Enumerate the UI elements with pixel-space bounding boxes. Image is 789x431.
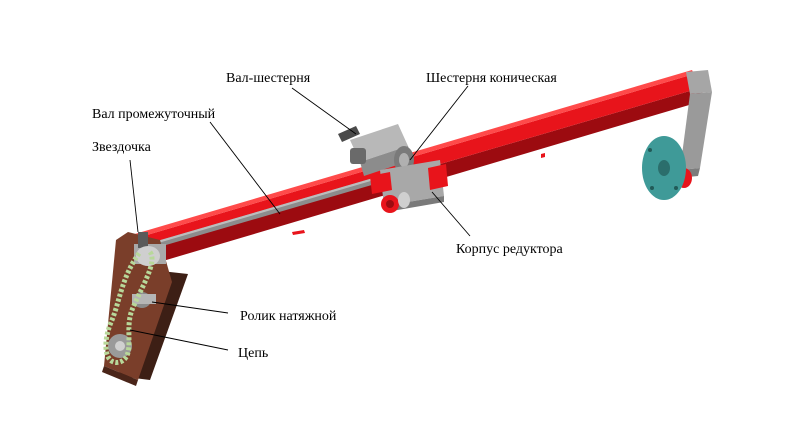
chain-loop xyxy=(103,250,155,365)
leader-val-promezhutochny xyxy=(209,121,281,215)
frame-fragment xyxy=(541,153,545,158)
gearbox xyxy=(338,124,448,213)
label-tsep: Цепь xyxy=(238,346,268,361)
right-support xyxy=(642,70,712,200)
label-zvezdochka: Звездочка xyxy=(92,140,152,155)
leader-tsep xyxy=(129,329,229,351)
label-val-promezhutochny: Вал промежуточный xyxy=(92,107,216,122)
label-rolik-natyazhnoy: Ролик натяжной xyxy=(240,309,337,324)
leader-shesternya-konicheskaya xyxy=(409,85,469,161)
pinion-shaft xyxy=(338,126,360,142)
leader-korpus-reduktora xyxy=(431,191,471,237)
leader-val-shesternya xyxy=(291,87,357,135)
label-val-shesternya: Вал-шестерня xyxy=(226,71,311,86)
leader-rolik-natyazhnoy xyxy=(151,301,229,314)
chain-drive-housing xyxy=(102,232,188,386)
frame-fragment xyxy=(292,230,305,235)
leader-zvezdochka xyxy=(129,159,139,233)
label-korpus-reduktora: Корпус редуктора xyxy=(456,242,564,257)
label-shesternya-konicheskaya: Шестерня коническая xyxy=(426,71,557,86)
gearbox-housing xyxy=(380,160,444,206)
